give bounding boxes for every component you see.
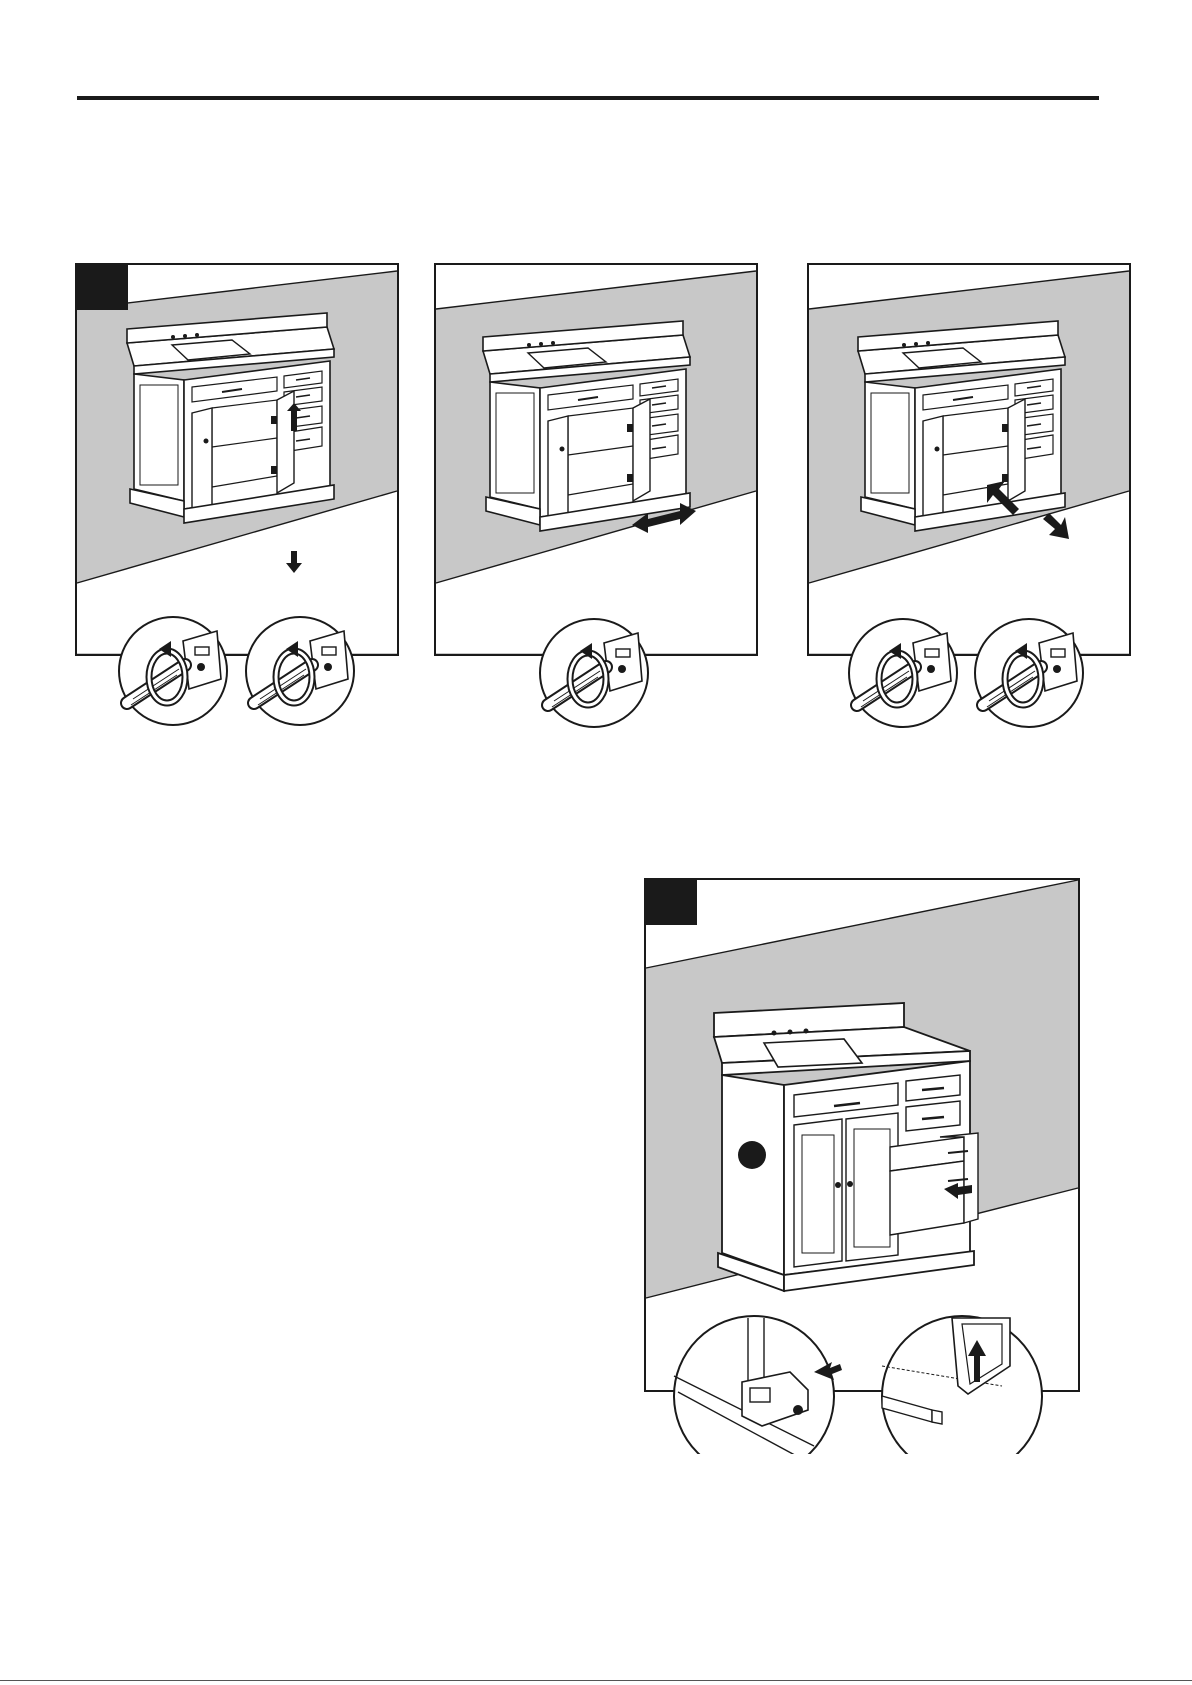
- footer-rule: [0, 1680, 1192, 1681]
- screwdriver-icon: [119, 617, 227, 725]
- step-badge: [76, 264, 128, 310]
- screwdriver-icon: [975, 619, 1083, 727]
- step-4-panel: [644, 878, 1084, 1454]
- header-rule: [77, 96, 1099, 100]
- screwdriver-icon: [540, 619, 648, 727]
- step-badge: [645, 879, 697, 925]
- step-1-panel: [75, 263, 405, 733]
- screwdriver-icon: [246, 617, 354, 725]
- step-3-panel: [807, 263, 1137, 733]
- step-2-panel: [434, 263, 764, 733]
- screwdriver-icon: [849, 619, 957, 727]
